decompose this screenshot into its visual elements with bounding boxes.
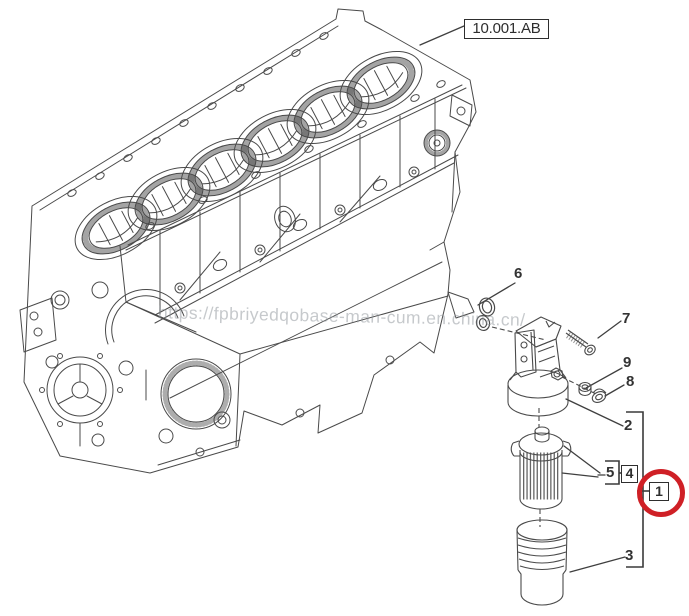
oil-filter-bowl (516, 519, 568, 606)
plug (591, 388, 607, 403)
callout-4-box[interactable]: 4 (621, 465, 638, 483)
bracket-lines (605, 411, 649, 568)
callout-6[interactable]: 6 (514, 265, 523, 282)
engine-block (19, 8, 477, 474)
callout-5[interactable]: 5 (606, 464, 615, 481)
retaining-clip (475, 297, 496, 332)
callout-1-box[interactable]: 1 (649, 482, 669, 501)
callout-2[interactable]: 2 (624, 417, 633, 434)
callout-9[interactable]: 9 (623, 354, 632, 371)
oil-filter-head (507, 316, 569, 417)
callout-3[interactable]: 3 (625, 547, 634, 564)
highlight-circle (637, 469, 685, 517)
callout-7[interactable]: 7 (622, 310, 631, 327)
mounting-bolt (565, 329, 596, 356)
oil-filter-cartridge (510, 426, 572, 510)
ref-label-box[interactable]: 10.001.AB (464, 19, 549, 39)
callout-8[interactable]: 8 (626, 373, 635, 390)
washer (578, 381, 592, 397)
